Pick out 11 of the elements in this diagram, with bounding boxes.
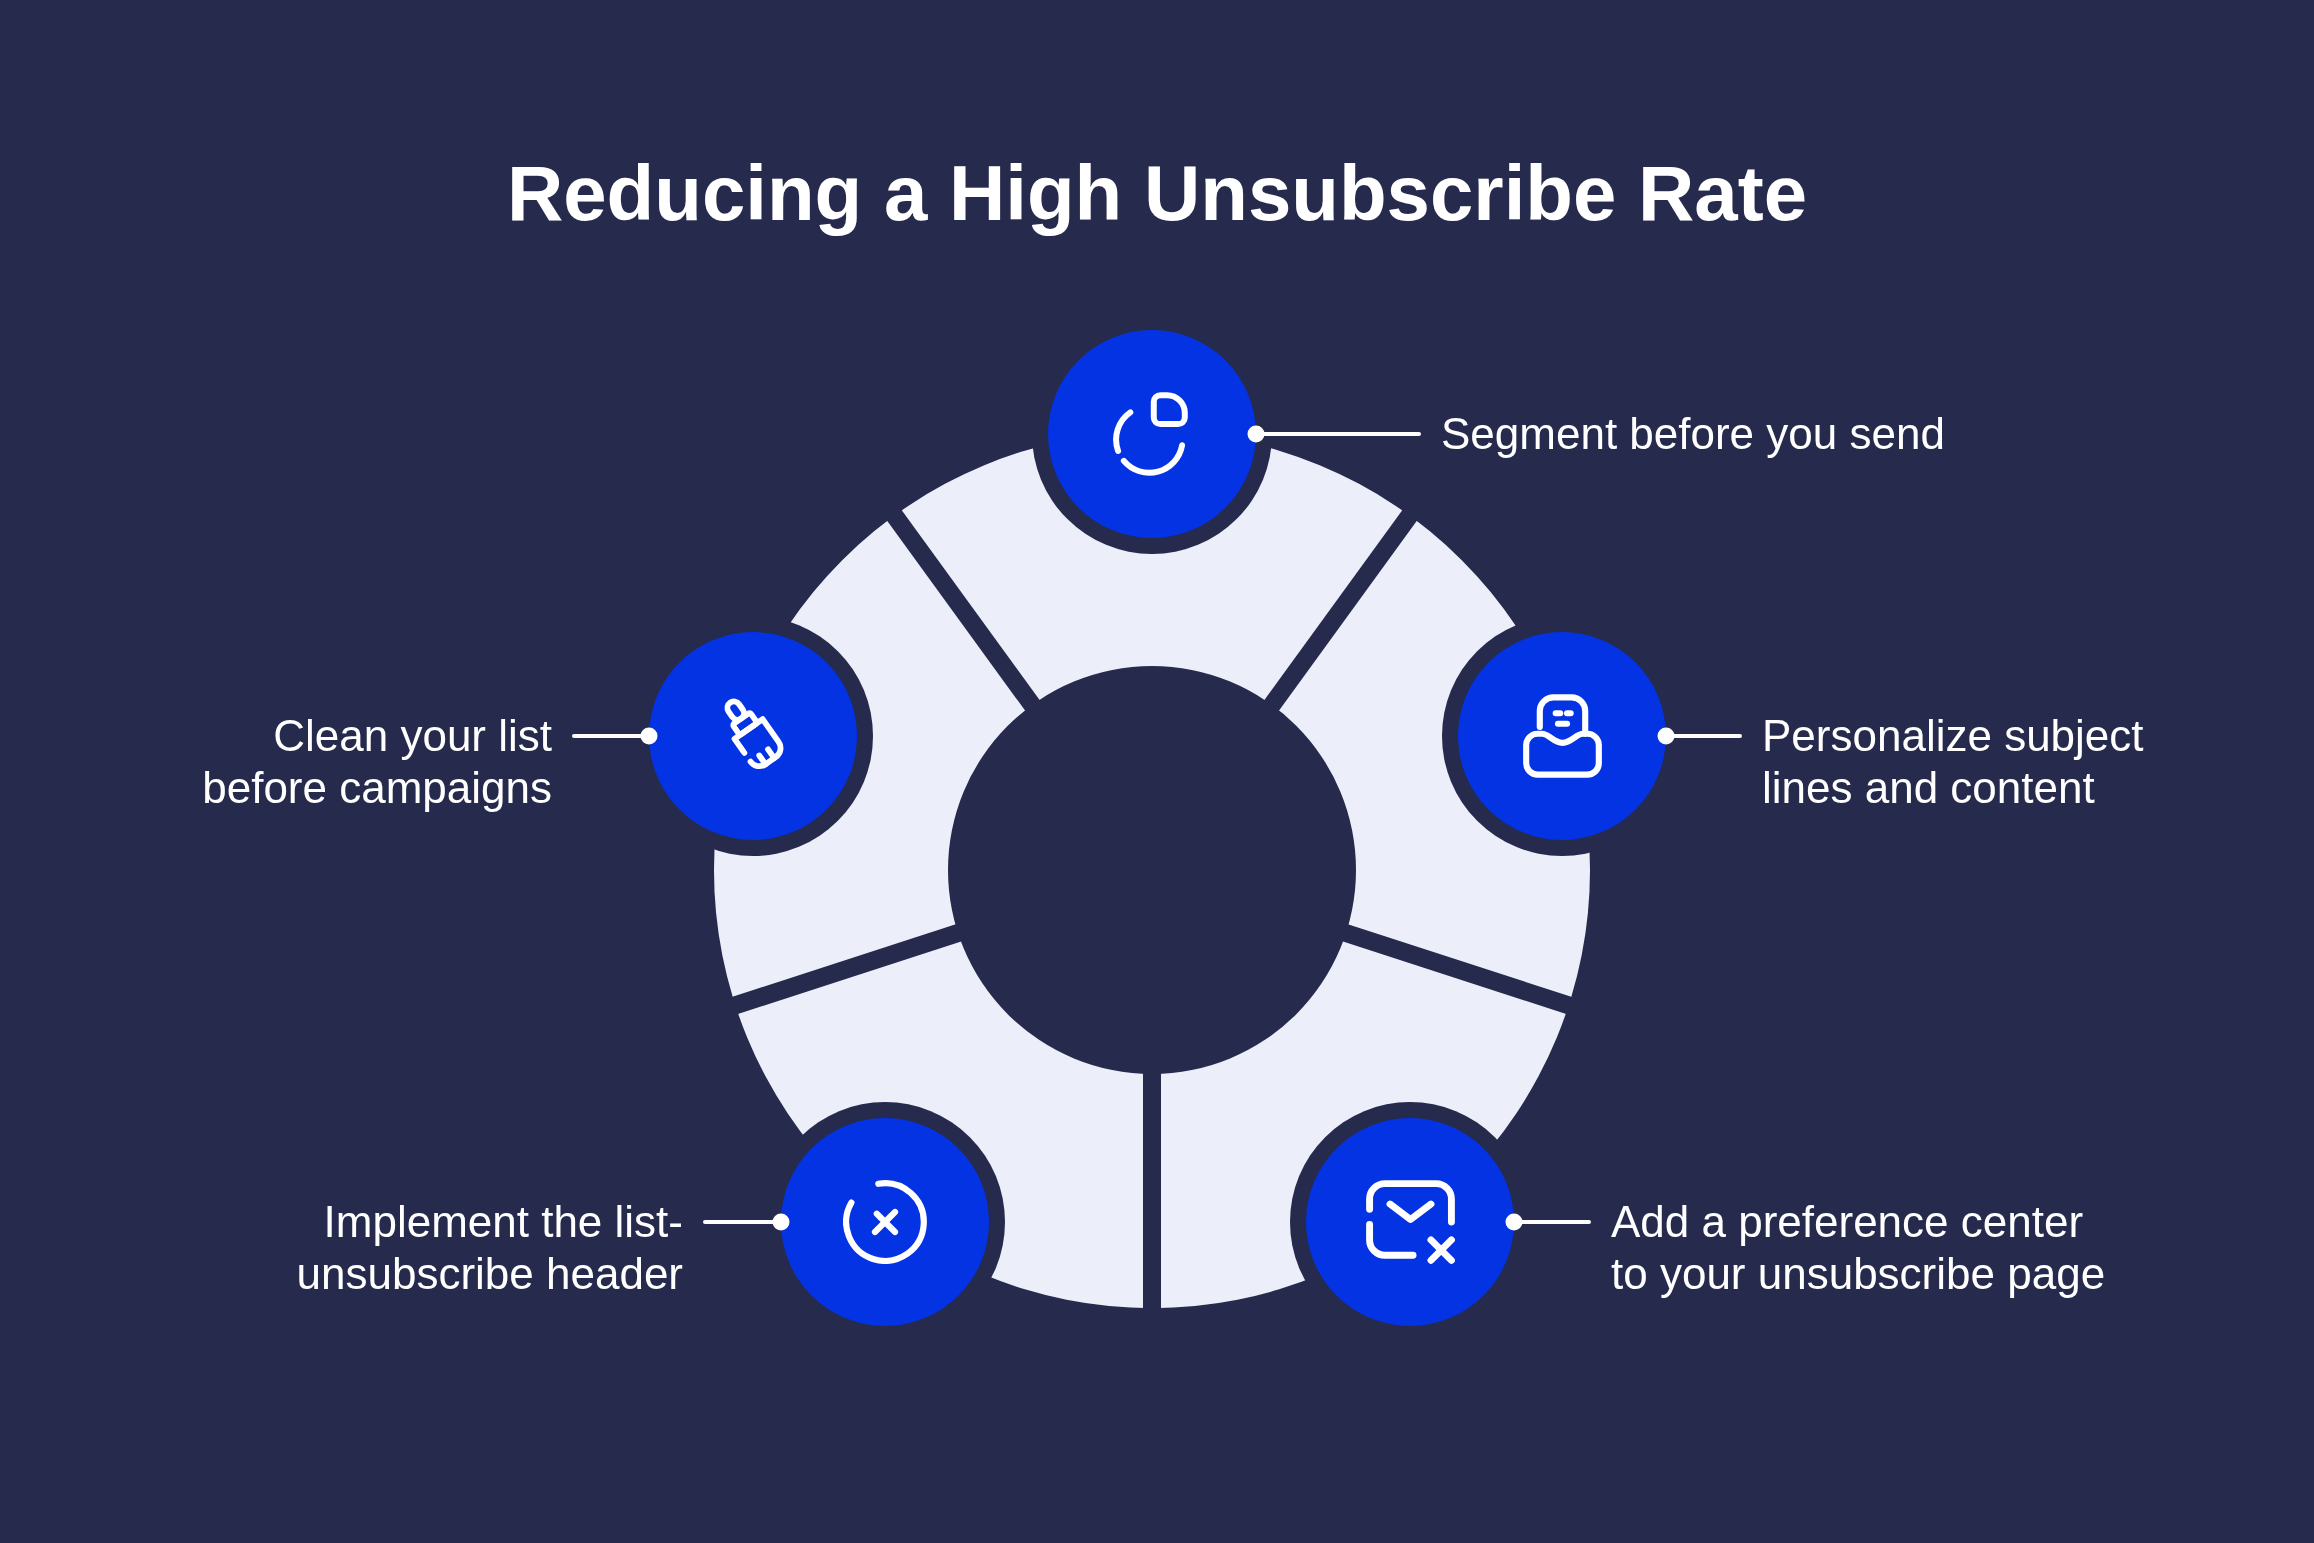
title: Reducing a High Unsubscribe Rate — [506, 150, 1808, 236]
leader-line — [1247, 425, 1421, 443]
step-label: Clean your list before campaigns — [200, 710, 552, 814]
leader-line — [703, 1213, 790, 1231]
leader-line — [1505, 1213, 1591, 1231]
leader-line — [1657, 727, 1742, 745]
leader-line — [572, 727, 658, 745]
step-label: Implement the list-unsubscribe header — [294, 1196, 683, 1300]
step-label: Personalize subject lines and content — [1762, 710, 2146, 814]
step-label: Segment before you send — [1441, 408, 1947, 460]
step-label: Add a preference center to your unsubscribe page — [1611, 1196, 2108, 1300]
